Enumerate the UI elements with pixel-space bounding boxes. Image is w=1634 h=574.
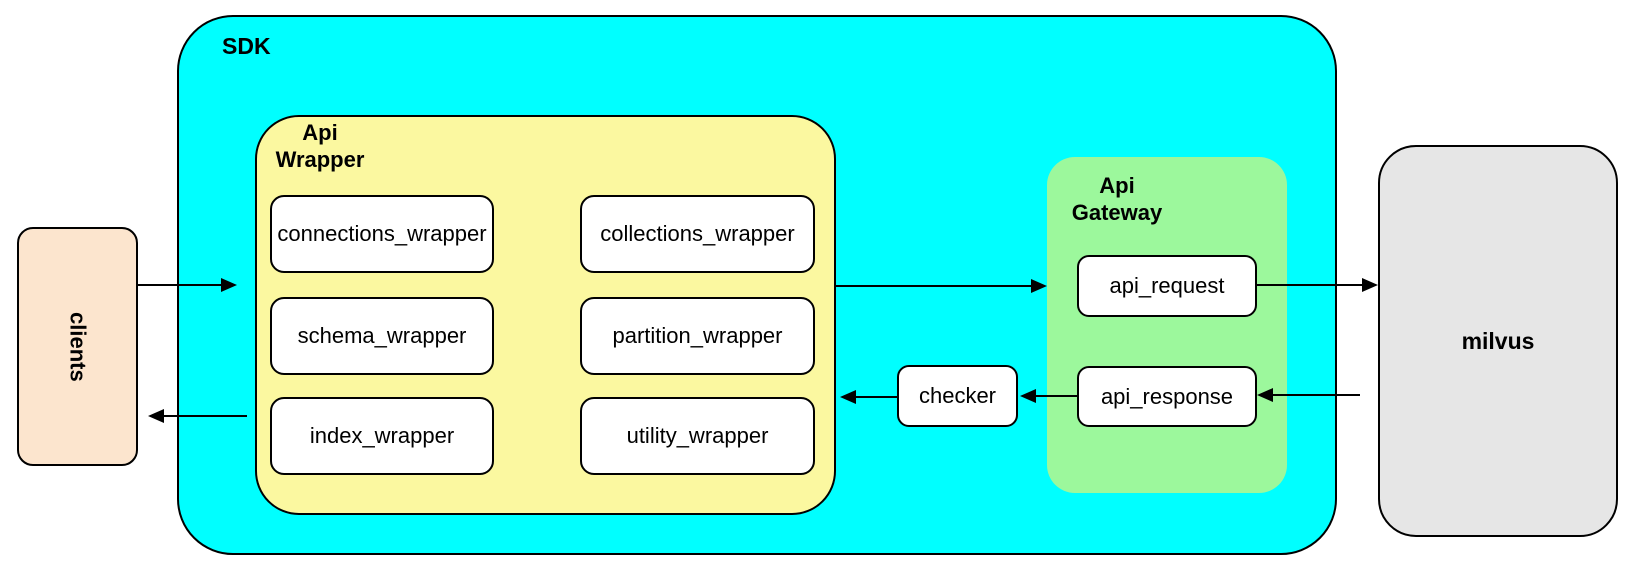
milvus-label: milvus (1461, 327, 1535, 354)
arrow-checker-to-wrapper-head (840, 390, 856, 404)
arrow-checker-to-wrapper-line (856, 396, 897, 398)
api-gateway-label-line2: Gateway (1071, 200, 1163, 225)
index-wrapper-node: index_wrapper (270, 397, 494, 475)
arrow-milvus-to-response-head (1257, 388, 1273, 402)
api-request-node: api_request (1077, 255, 1257, 317)
collections-wrapper-node: collections_wrapper (580, 195, 815, 273)
connections-wrapper-node: connections_wrapper (270, 195, 494, 273)
arrow-wrapper-to-gateway-line (836, 285, 1031, 287)
arrow-sdk-to-clients-line (164, 415, 247, 417)
partition-wrapper-node: partition_wrapper (580, 297, 815, 375)
arrow-response-to-checker-line (1036, 395, 1077, 397)
utility-wrapper-node: utility_wrapper (580, 397, 815, 475)
api-gateway-label: Api Gateway (1057, 172, 1177, 226)
arrow-clients-to-sdk-head (221, 278, 237, 292)
arrow-wrapper-to-gateway-head (1031, 279, 1047, 293)
sdk-label: SDK (222, 33, 271, 59)
clients-node: clients (17, 227, 138, 466)
arrow-request-to-milvus-head (1362, 278, 1378, 292)
api-gateway-container (1047, 157, 1287, 493)
clients-label: clients (65, 311, 91, 382)
arrow-milvus-to-response-line (1273, 394, 1360, 396)
api-response-node: api_response (1077, 366, 1257, 427)
api-wrapper-label-line1: Api (302, 120, 338, 145)
schema-wrapper-node: schema_wrapper (270, 297, 494, 375)
arrow-sdk-to-clients-head (148, 409, 164, 423)
api-wrapper-label: Api Wrapper (265, 119, 375, 173)
api-gateway-label-line1: Api (1099, 173, 1135, 198)
arrow-clients-to-sdk-line (138, 284, 221, 286)
milvus-node: milvus (1378, 145, 1618, 537)
arrow-response-to-checker-head (1020, 389, 1036, 403)
checker-node: checker (897, 365, 1018, 427)
api-wrapper-label-line2: Wrapper (275, 147, 365, 172)
arrow-request-to-milvus-line (1257, 284, 1362, 286)
